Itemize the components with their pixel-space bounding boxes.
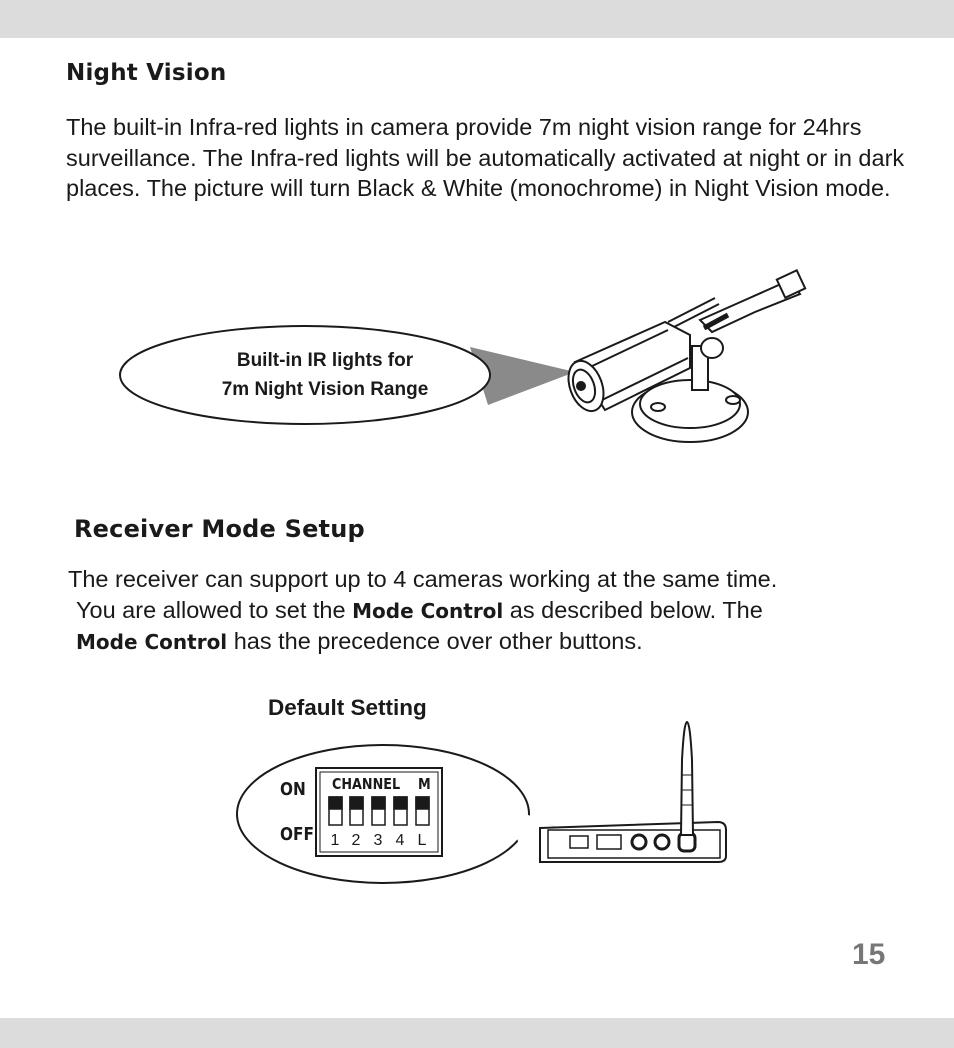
switch-number-4: 4: [395, 832, 405, 849]
section-heading-night-vision: Night Vision: [66, 60, 227, 86]
night-vision-description: The built-in Infra-red lights in camera …: [66, 114, 905, 201]
channel-label: CHANNEL: [332, 775, 401, 793]
mode-control-term: Mode Control: [352, 599, 504, 623]
line-2-text-post: as described below. The: [503, 597, 763, 623]
ir-callout-line-2: 7m Night Vision Range: [221, 379, 429, 400]
ir-callout-text: Built-in IR lights for 7m Night Vision R…: [150, 346, 500, 404]
section-heading-receiver-mode: Receiver Mode Setup: [74, 515, 365, 543]
switch-number-1: 1: [330, 832, 340, 849]
bottom-band: [0, 1018, 954, 1048]
bullet-camera-illustration: [567, 268, 807, 443]
line-2-text-pre: You are allowed to set the: [76, 597, 353, 623]
dip-switch-3: [371, 796, 386, 826]
switch-number-L: L: [417, 832, 427, 849]
figure-title-default-setting: Default Setting: [268, 695, 427, 720]
ir-callout-line-1: Built-in IR lights for: [236, 350, 414, 371]
switch-number-2: 2: [351, 832, 361, 849]
top-band: [0, 0, 954, 38]
receiver-illustration: [539, 720, 727, 863]
ir-callout-bubble: [119, 325, 575, 425]
receiver-mode-line-3: Mode Control has the precedence over oth…: [76, 628, 643, 655]
receiver-mode-line-2: You are allowed to set the Mode Control …: [76, 597, 763, 624]
line-3-text-post: has the precedence over other buttons.: [227, 628, 643, 654]
mode-control-term: Mode Control: [76, 630, 228, 654]
dip-switch-1: [328, 796, 343, 826]
dip-switch-panel: [315, 767, 443, 857]
page-number: 15: [852, 938, 886, 971]
switch-on-label: ON: [280, 779, 306, 800]
switch-off-label: OFF: [280, 824, 314, 845]
switch-number-3: 3: [373, 832, 383, 849]
dip-switch-4: [393, 796, 408, 826]
receiver-mode-line-1: The receiver can support up to 4 cameras…: [68, 566, 778, 592]
dip-switch-L: [415, 796, 430, 826]
dip-switch-2: [349, 796, 364, 826]
mode-label: M: [418, 775, 431, 793]
